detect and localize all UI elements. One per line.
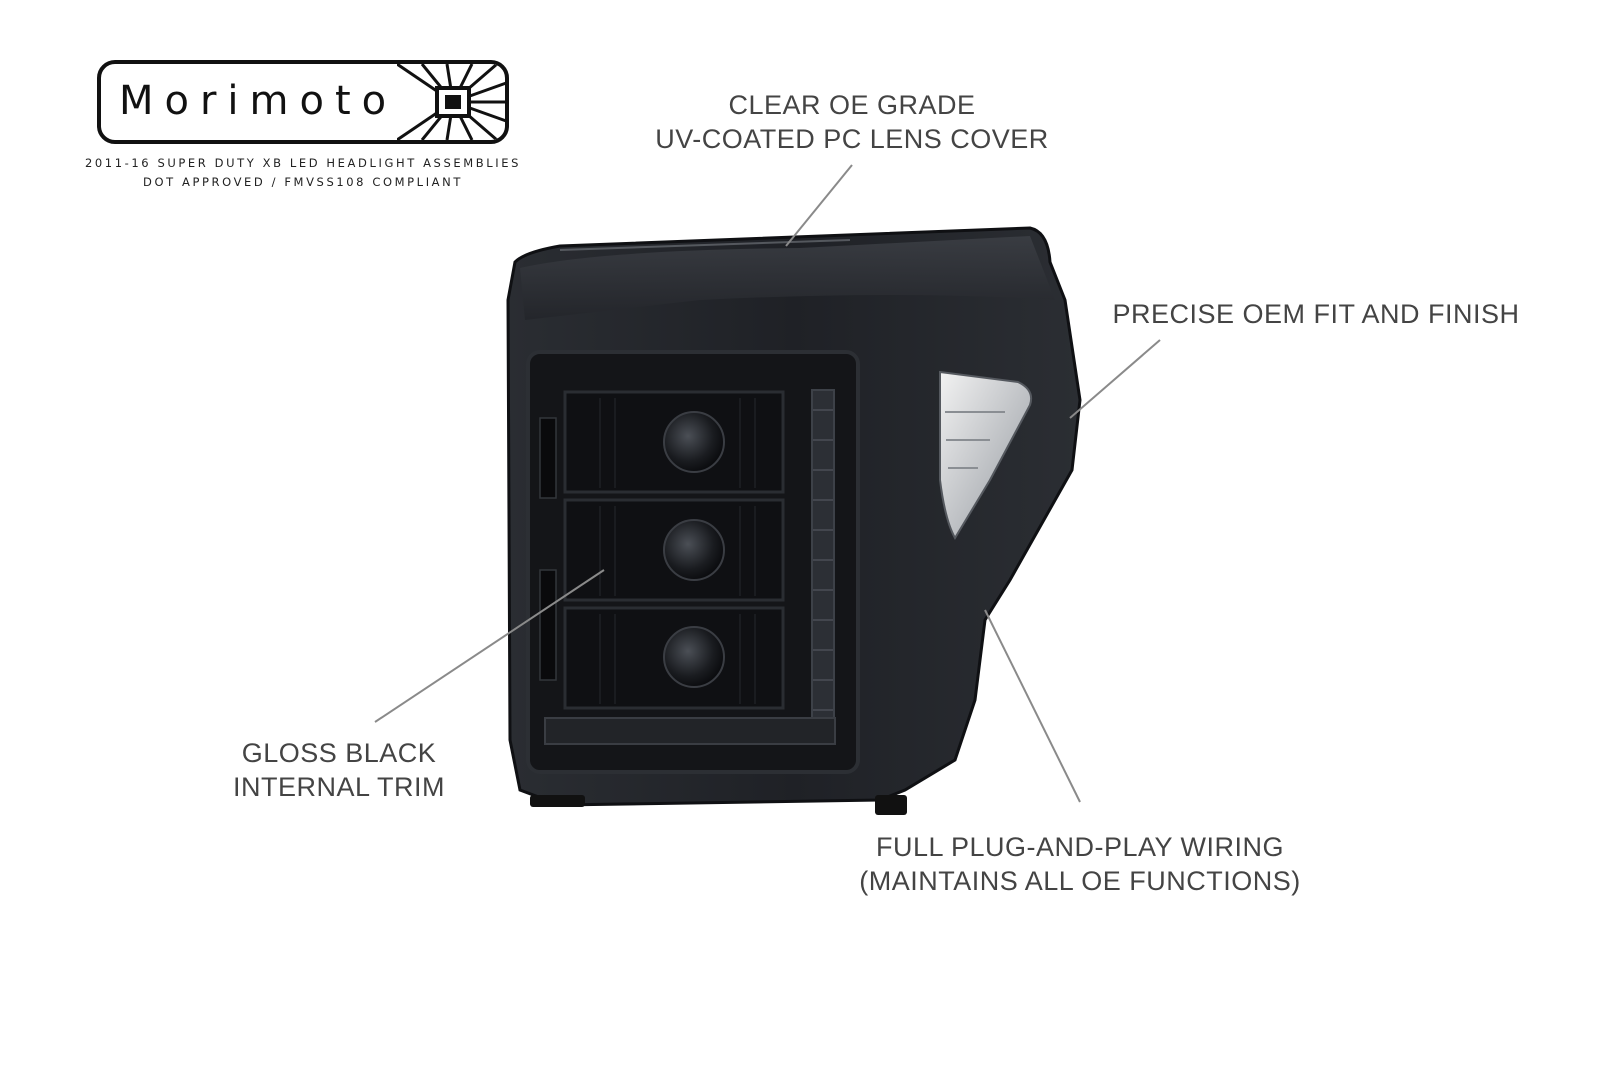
logo-subtitle-line2: DOT APPROVED / FMVSS108 COMPLIANT xyxy=(143,175,463,189)
logo-subtitle-line1: 2011-16 SUPER DUTY XB LED HEADLIGHT ASSE… xyxy=(84,156,522,170)
projector-bay-1 xyxy=(563,390,785,494)
lens-cover-top xyxy=(520,236,1055,320)
callout-lens-cover: CLEAR OE GRADE UV-COATED PC LENS COVER xyxy=(640,88,1064,156)
callout-internal-trim: GLOSS BLACK INTERNAL TRIM xyxy=(210,736,468,804)
callout-wiring: FULL PLUG-AND-PLAY WIRING (MAINTAINS ALL… xyxy=(850,830,1310,898)
morimoto-logo: Morimoto xyxy=(97,60,509,144)
leader-lines xyxy=(374,164,1161,803)
sunburst-icon xyxy=(397,64,505,140)
callout-trim-line2: INTERNAL TRIM xyxy=(232,772,446,802)
callout-lens-line2: UV-COATED PC LENS COVER xyxy=(655,124,1049,154)
callout-oem-fit: PRECISE OEM FIT AND FINISH xyxy=(1110,297,1522,331)
logo-wordmark: Morimoto xyxy=(119,78,398,124)
callout-fit-line1: PRECISE OEM FIT AND FINISH xyxy=(1112,299,1520,329)
callout-wiring-line2: (MAINTAINS ALL OE FUNCTIONS) xyxy=(859,866,1301,896)
callout-wiring-line1: FULL PLUG-AND-PLAY WIRING xyxy=(875,832,1285,862)
projector-bay-3 xyxy=(563,606,785,710)
callout-trim-line1: GLOSS BLACK xyxy=(241,738,437,768)
led-light-bar xyxy=(811,389,835,741)
callout-lens-line1: CLEAR OE GRADE xyxy=(728,90,976,120)
projector-bay-2 xyxy=(563,498,785,602)
turn-signal-lens xyxy=(939,370,1033,540)
